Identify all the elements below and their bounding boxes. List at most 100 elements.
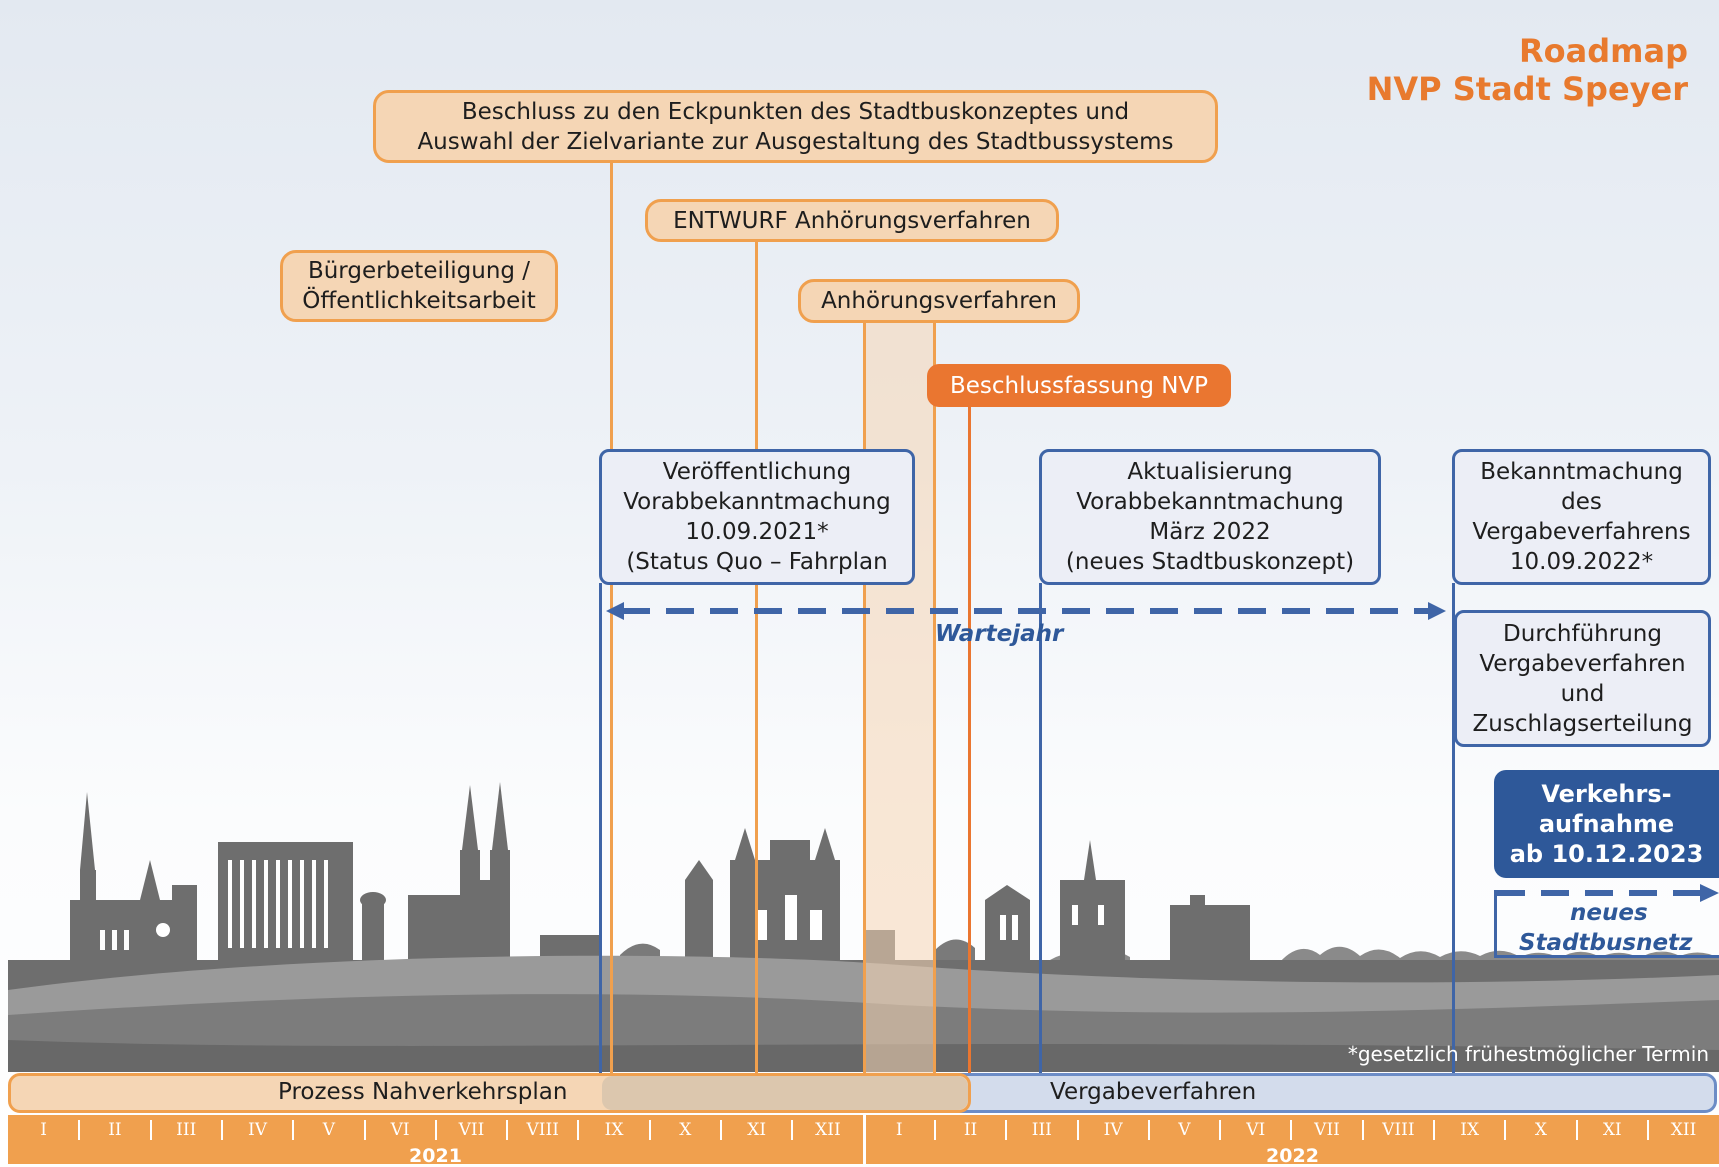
month-label: X — [1534, 1120, 1547, 1140]
buerger-box: Bürgerbeteiligung / Öffentlichkeitsarbei… — [280, 250, 558, 322]
nahverkehrsplan-label: Prozess Nahverkehrsplan — [278, 1079, 568, 1105]
nvp-vergabe-overlap — [602, 1076, 968, 1110]
month-separator — [149, 1120, 152, 1140]
month-separator — [220, 1120, 223, 1140]
bekanntmachung-line3: Vergabeverfahrens — [1472, 519, 1691, 545]
veroeffentlichung-box: Veröffentlichung Vorabbekanntmachung 10.… — [599, 449, 915, 585]
month-separator — [506, 1120, 509, 1140]
month-separator — [78, 1120, 81, 1140]
month-label: V — [1178, 1120, 1191, 1140]
bekanntmachung-line1: Bekanntmachung — [1480, 459, 1683, 485]
month-separator — [1361, 1120, 1364, 1140]
durchfuehrung-line1: Durchführung — [1503, 620, 1662, 647]
verkehrsaufnahme-line1: Verkehrs- — [1541, 780, 1672, 808]
month-separator — [1646, 1120, 1649, 1140]
month-label: I — [895, 1120, 903, 1140]
month-separator — [1575, 1120, 1578, 1140]
month-separator — [1219, 1120, 1222, 1140]
anhoerung-start-line — [863, 320, 866, 1077]
anhoerung-period-band — [863, 320, 935, 1077]
month-separator — [363, 1120, 366, 1140]
aktualisierung-box: Aktualisierung Vorabbekanntmachung März … — [1039, 449, 1381, 585]
month-separator — [1147, 1120, 1150, 1140]
beschluss-eckpunkte-box: Beschluss zu den Eckpunkten des Stadtbus… — [373, 90, 1218, 163]
wartejahr-label: Wartejahr — [935, 621, 1064, 647]
month-separator — [791, 1120, 794, 1140]
entwurf-box: ENTWURF Anhörungsverfahren — [645, 199, 1059, 242]
month-label: II — [963, 1120, 978, 1140]
month-label: IX — [1460, 1120, 1480, 1140]
month-separator — [720, 1120, 722, 1140]
neues-stadtbusnetz-line1: neues — [1570, 900, 1648, 926]
month-separator — [292, 1120, 295, 1140]
footnote: *gesetzlich frühestmöglicher Termin — [1347, 1042, 1709, 1066]
month-separator — [1005, 1120, 1008, 1140]
month-label: VIII — [526, 1120, 559, 1140]
month-label: IV — [1103, 1120, 1123, 1140]
month-separator — [434, 1120, 437, 1140]
verkehrsaufnahme-line3: ab 10.12.2023 — [1509, 840, 1704, 868]
veroeffentlichung-line2: Vorabbekanntmachung — [623, 489, 891, 515]
month-separator — [648, 1120, 651, 1140]
aktualisierung-line3: März 2022 — [1149, 519, 1271, 545]
year-divider — [863, 1115, 866, 1164]
buerger-line1: Bürgerbeteiligung / — [307, 258, 531, 284]
month-label: VII — [1314, 1120, 1340, 1140]
durchfuehrung-line4: Zuschlagserteilung — [1472, 710, 1693, 737]
veroeffentlichung-connector-line — [599, 583, 602, 1077]
aktualisierung-connector-line — [1039, 583, 1042, 1077]
month-label: IX — [604, 1120, 624, 1140]
bekanntmachung-line4: 10.09.2022* — [1509, 549, 1654, 575]
veroeffentlichung-line4: (Status Quo – Fahrplan — [626, 549, 888, 575]
beschlussfassung-box: Beschlussfassung NVP — [927, 364, 1231, 407]
bekanntmachung-line2: des — [1561, 489, 1602, 515]
month-label: V — [322, 1120, 335, 1140]
month-separator — [577, 1120, 580, 1140]
month-label: VII — [458, 1120, 485, 1140]
month-label: XI — [1602, 1120, 1622, 1140]
durchfuehrung-box: Durchführung Vergabeverfahren und Zuschl… — [1454, 610, 1711, 747]
month-label: X — [679, 1120, 692, 1140]
beschlussfassung-connector-line — [968, 405, 971, 1077]
verkehrsaufnahme-box: Verkehrs- aufnahme ab 10.12.2023 — [1494, 770, 1719, 878]
month-separator — [933, 1120, 936, 1140]
month-separator — [1433, 1120, 1435, 1140]
entwurf-label: ENTWURF Anhörungsverfahren — [673, 207, 1031, 234]
verkehrsaufnahme-line2: aufnahme — [1538, 810, 1675, 838]
month-label: XII — [1670, 1120, 1697, 1140]
aktualisierung-line4: (neues Stadtbuskonzept) — [1065, 549, 1355, 575]
year-2022: 2022 — [1266, 1145, 1319, 1167]
anhoerung-label: Anhörungsverfahren — [821, 288, 1057, 314]
neues-stadtbusnetz-line2: Stadtbusnetz — [1519, 930, 1693, 956]
bekanntmachung-box: Bekanntmachung des Vergabeverfahrens 10.… — [1452, 449, 1711, 585]
month-separator — [1076, 1120, 1079, 1140]
month-label: XI — [747, 1120, 767, 1140]
month-label: III — [176, 1120, 197, 1140]
month-label: II — [108, 1120, 122, 1140]
aktualisierung-line1: Aktualisierung — [1127, 459, 1293, 485]
month-separator — [1290, 1120, 1293, 1140]
roadmap-subtitle: NVP Stadt Speyer — [1366, 70, 1688, 108]
month-label: XII — [815, 1120, 841, 1140]
eckpunkte-connector-line — [610, 160, 613, 1077]
beschlussfassung-label: Beschlussfassung NVP — [949, 372, 1209, 399]
entwurf-connector-line — [755, 240, 758, 1077]
month-label: VI — [1246, 1120, 1266, 1140]
year-2021: 2021 — [409, 1145, 462, 1167]
neues-stadtbusnetz-bracket — [1494, 890, 1497, 957]
month-separator — [1504, 1120, 1507, 1140]
bekanntmachung-connector-line — [1452, 583, 1455, 1077]
month-label: III — [1031, 1120, 1052, 1140]
veroeffentlichung-line1: Veröffentlichung — [662, 459, 852, 485]
vergabe-label: Vergabeverfahren — [1050, 1079, 1257, 1105]
aktualisierung-line2: Vorabbekanntmachung — [1076, 489, 1344, 515]
month-label: I — [40, 1120, 47, 1140]
anhoerung-box: Anhörungsverfahren — [798, 279, 1080, 323]
buerger-line2: Öffentlichkeitsarbeit — [302, 288, 536, 314]
month-label: VI — [390, 1120, 410, 1140]
neues-stadtbusnetz-base — [1494, 955, 1719, 958]
roadmap-title: Roadmap — [1519, 32, 1688, 70]
durchfuehrung-line2: Vergabeverfahren — [1479, 650, 1686, 677]
